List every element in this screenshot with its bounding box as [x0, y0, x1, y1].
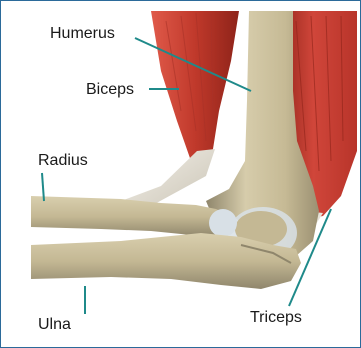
ulna-label: Ulna	[38, 317, 71, 333]
triceps-label: Triceps	[250, 310, 302, 326]
humerus-label: Humerus	[50, 26, 115, 42]
biceps-muscle	[119, 11, 239, 213]
radius-bone	[31, 196, 237, 237]
radius-label: Radius	[38, 153, 88, 169]
biceps-label: Biceps	[86, 82, 134, 98]
